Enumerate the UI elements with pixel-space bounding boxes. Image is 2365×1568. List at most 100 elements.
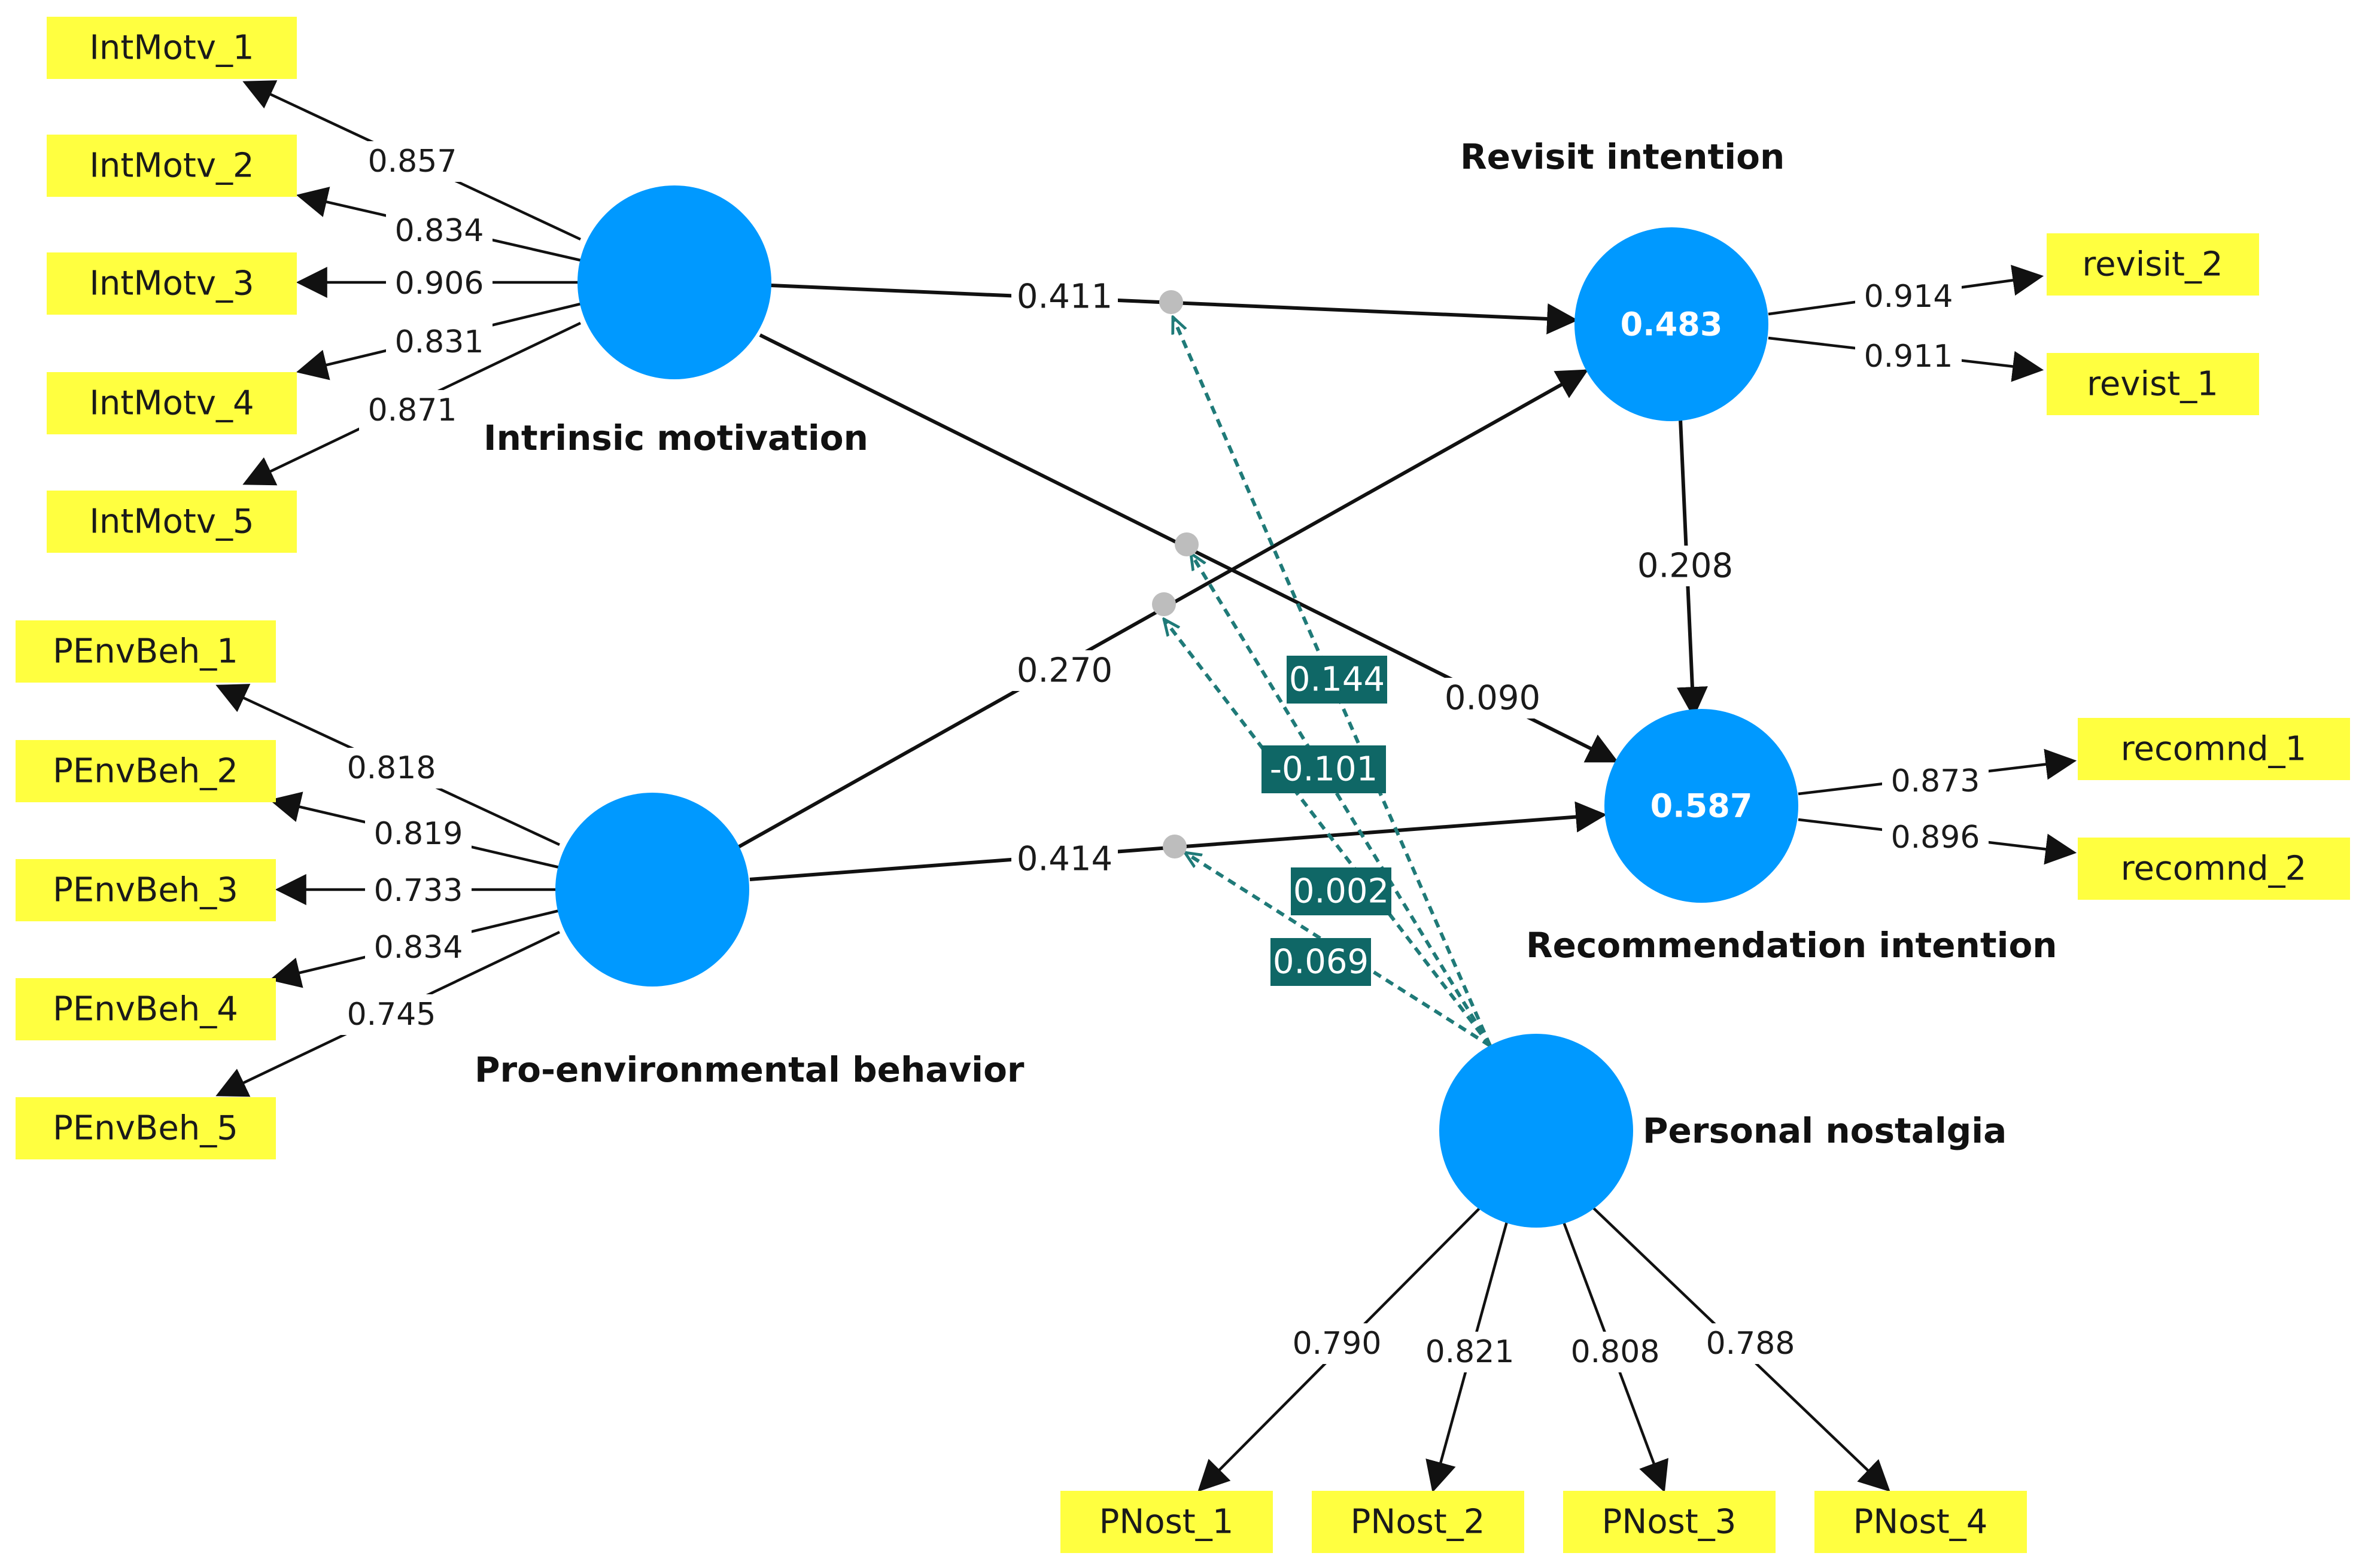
- loading-recomnd-2: 0.896: [1882, 817, 1989, 858]
- indicator-pnost-2[interactable]: PNost_2: [1312, 1491, 1524, 1553]
- indicator-recomnd-2[interactable]: recomnd_2: [2078, 838, 2350, 900]
- label-revisit-intention: Revisit intention: [1460, 136, 1785, 177]
- svg-text:0.831: 0.831: [395, 324, 484, 360]
- indicator-label: PEnvBeh_2: [53, 752, 238, 791]
- indicator-label: PEnvBeh_5: [53, 1109, 238, 1148]
- loading-intmotv-3: 0.906: [386, 263, 493, 304]
- structural-paths: [735, 284, 1708, 881]
- coef-im-to-revisit: 0.411: [1011, 276, 1118, 317]
- moderation-badge-peb-revisit: -0.101: [1261, 745, 1386, 793]
- moderation-node-im-revisit: [1159, 290, 1183, 314]
- loading-intmotv-1: 0.857: [359, 141, 466, 182]
- moderation-node-peb-recommend: [1163, 835, 1187, 858]
- indicator-penvbeh-5[interactable]: PEnvBeh_5: [16, 1097, 276, 1159]
- svg-text:0.144: 0.144: [1289, 660, 1385, 699]
- loading-recomnd-1: 0.873: [1882, 761, 1989, 802]
- indicator-label: PEnvBeh_4: [53, 990, 238, 1029]
- indicator-label: revisit_2: [2082, 245, 2223, 284]
- coef-im-to-recommend: 0.090: [1439, 678, 1546, 718]
- construct-personal-nostalgia[interactable]: [1439, 1034, 1633, 1228]
- indicator-label: IntMotv_4: [89, 384, 254, 423]
- construct-recommendation-intention[interactable]: [1604, 709, 1798, 903]
- constructs: [555, 185, 1798, 1228]
- indicator-penvbeh-3[interactable]: PEnvBeh_3: [16, 859, 276, 921]
- label-recommendation-intention: Recommendation intention: [1526, 925, 2057, 966]
- moderation-badge-im-recommend: 0.002: [1291, 867, 1391, 915]
- coef-peb-to-revisit: 0.270: [1011, 650, 1118, 691]
- indicators-pnost: PNost_1 PNost_2 PNost_3 PNost_4: [1060, 1491, 2027, 1553]
- indicator-label: PNost_3: [1602, 1503, 1737, 1542]
- indicator-intmotv-3[interactable]: IntMotv_3: [47, 252, 297, 315]
- loading-pnost-2: 0.821: [1416, 1332, 1523, 1372]
- svg-text:0.414: 0.414: [1017, 840, 1112, 879]
- indicator-pnost-3[interactable]: PNost_3: [1563, 1491, 1776, 1553]
- r2-revisit-intention: 0.483: [1621, 306, 1723, 343]
- indicator-label: revist_1: [2087, 365, 2218, 404]
- svg-text:0.002: 0.002: [1293, 872, 1389, 911]
- svg-text:0.873: 0.873: [1891, 763, 1980, 799]
- indicator-intmotv-4[interactable]: IntMotv_4: [47, 372, 297, 434]
- moderation-line-im-revisit: [1171, 317, 1492, 1047]
- indicator-pnost-4[interactable]: PNost_4: [1814, 1491, 2027, 1553]
- label-personal-nostalgia: Personal nostalgia: [1643, 1110, 2007, 1151]
- coef-peb-to-recommend: 0.414: [1011, 839, 1118, 879]
- indicator-penvbeh-2[interactable]: PEnvBeh_2: [16, 740, 276, 802]
- loading-labels: 0.857 0.834 0.906 0.831 0.871 0.818 0.81…: [338, 141, 1989, 1372]
- loading-penvbeh-2: 0.819: [365, 814, 472, 854]
- indicator-intmotv-5[interactable]: IntMotv_5: [47, 491, 297, 553]
- moderation-badge-im-revisit: 0.144: [1287, 656, 1387, 704]
- indicator-penvbeh-4[interactable]: PEnvBeh_4: [16, 978, 276, 1040]
- loading-pnost-4: 0.788: [1697, 1323, 1804, 1364]
- svg-text:0.871: 0.871: [368, 392, 457, 428]
- construct-pro-environmental-behavior[interactable]: [555, 793, 749, 987]
- svg-text:0.733: 0.733: [374, 873, 463, 909]
- label-intrinsic-motivation: Intrinsic motivation: [484, 418, 868, 458]
- loading-revisit-2: 0.914: [1855, 276, 1962, 317]
- indicator-label: PNost_1: [1099, 1503, 1234, 1542]
- svg-text:0.788: 0.788: [1706, 1326, 1795, 1362]
- loading-penvbeh-5: 0.745: [338, 994, 445, 1035]
- loading-intmotv-4: 0.831: [386, 322, 493, 363]
- moderation-badge-peb-recommend: 0.069: [1270, 938, 1371, 986]
- svg-text:0.090: 0.090: [1445, 679, 1540, 718]
- moderation-nodes: [1152, 290, 1199, 858]
- indicator-revisit-2[interactable]: revisit_2: [2047, 233, 2259, 296]
- indicator-label: PNost_2: [1351, 1503, 1485, 1542]
- indicators-intmotv: IntMotv_1 IntMotv_2 IntMotv_3 IntMotv_4 …: [47, 17, 297, 553]
- indicator-label: PEnvBeh_3: [53, 871, 238, 910]
- svg-text:0.834: 0.834: [374, 930, 463, 966]
- indicator-revist-1[interactable]: revist_1: [2047, 353, 2259, 415]
- label-pro-environmental-behavior: Pro-environmental behavior: [475, 1049, 1025, 1090]
- indicator-label: PNost_4: [1853, 1503, 1988, 1542]
- svg-text:0.819: 0.819: [374, 816, 463, 852]
- indicator-recomnd-1[interactable]: recomnd_1: [2078, 718, 2350, 780]
- indicators-recommend: recomnd_1 recomnd_2: [2078, 718, 2350, 900]
- svg-text:0.208: 0.208: [1637, 547, 1733, 586]
- r2-recommendation-intention: 0.587: [1650, 787, 1753, 825]
- indicator-label: IntMotv_5: [89, 503, 254, 541]
- moderation-line-peb-revisit: [1164, 619, 1492, 1047]
- indicator-intmotv-2[interactable]: IntMotv_2: [47, 135, 297, 197]
- svg-text:0.834: 0.834: [395, 213, 484, 249]
- loading-penvbeh-4: 0.834: [365, 927, 472, 968]
- svg-text:0.911: 0.911: [1864, 339, 1953, 375]
- svg-text:0.069: 0.069: [1273, 943, 1369, 982]
- moderation-badges: 0.144 -0.101 0.002 0.069: [1261, 656, 1391, 986]
- construct-revisit-intention[interactable]: [1574, 227, 1768, 421]
- svg-text:0.914: 0.914: [1864, 279, 1953, 315]
- svg-text:0.857: 0.857: [368, 144, 457, 179]
- indicator-label: IntMotv_1: [89, 29, 254, 68]
- path-coefficients: 0.411 0.090 0.270 0.414 0.208: [1011, 276, 1738, 879]
- indicator-intmotv-1[interactable]: IntMotv_1: [47, 17, 297, 79]
- indicators-penvbeh: PEnvBeh_1 PEnvBeh_2 PEnvBeh_3 PEnvBeh_4 …: [16, 620, 276, 1159]
- construct-intrinsic-motivation[interactable]: [577, 185, 771, 379]
- svg-text:0.745: 0.745: [347, 997, 436, 1033]
- indicator-pnost-1[interactable]: PNost_1: [1060, 1491, 1273, 1553]
- svg-text:0.906: 0.906: [395, 266, 484, 302]
- indicator-label: recomnd_1: [2121, 730, 2307, 769]
- indicator-penvbeh-1[interactable]: PEnvBeh_1: [16, 620, 276, 683]
- svg-text:-0.101: -0.101: [1270, 750, 1378, 789]
- loading-penvbeh-1: 0.818: [338, 748, 445, 788]
- svg-text:0.808: 0.808: [1571, 1334, 1660, 1370]
